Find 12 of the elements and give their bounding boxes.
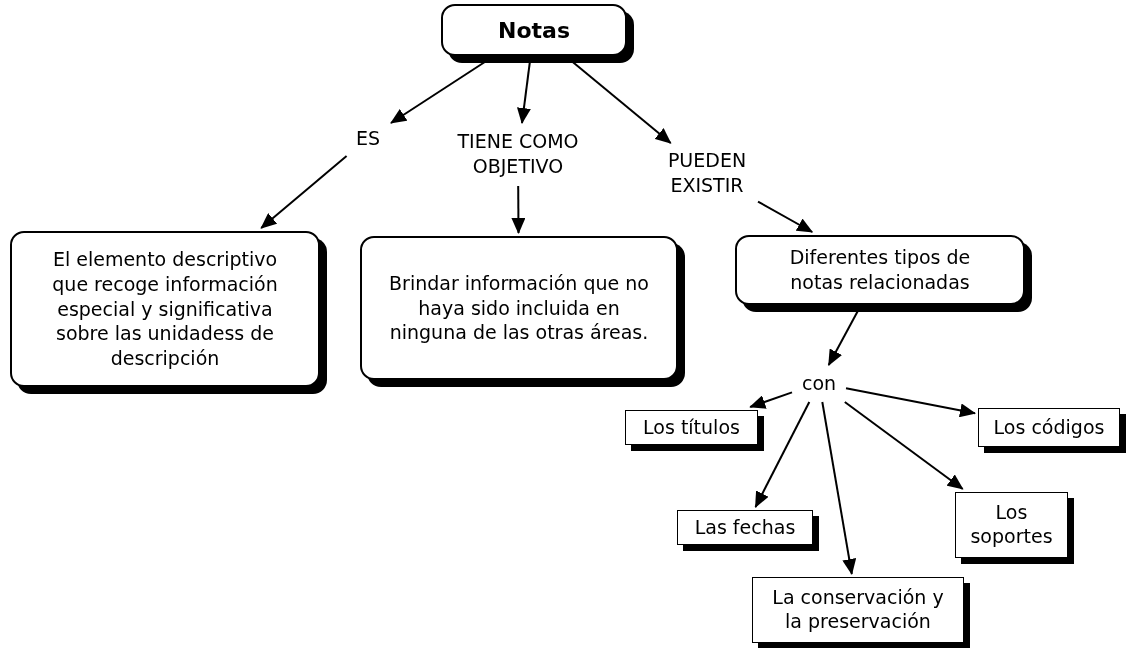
arrow [821, 401, 857, 575]
arrow [749, 391, 793, 409]
arrow [511, 185, 526, 234]
arrow [843, 401, 964, 490]
linking-phrase: PUEDEN EXISTIR [660, 146, 754, 200]
arrow [754, 401, 811, 508]
arrow [757, 200, 814, 233]
linking-phrase: TIENE COMO OBJETIVO [436, 126, 600, 182]
arrow [845, 387, 976, 418]
arrow [260, 155, 348, 229]
linking-phrase: ES [348, 124, 388, 152]
linking-phrase: con [796, 368, 842, 398]
